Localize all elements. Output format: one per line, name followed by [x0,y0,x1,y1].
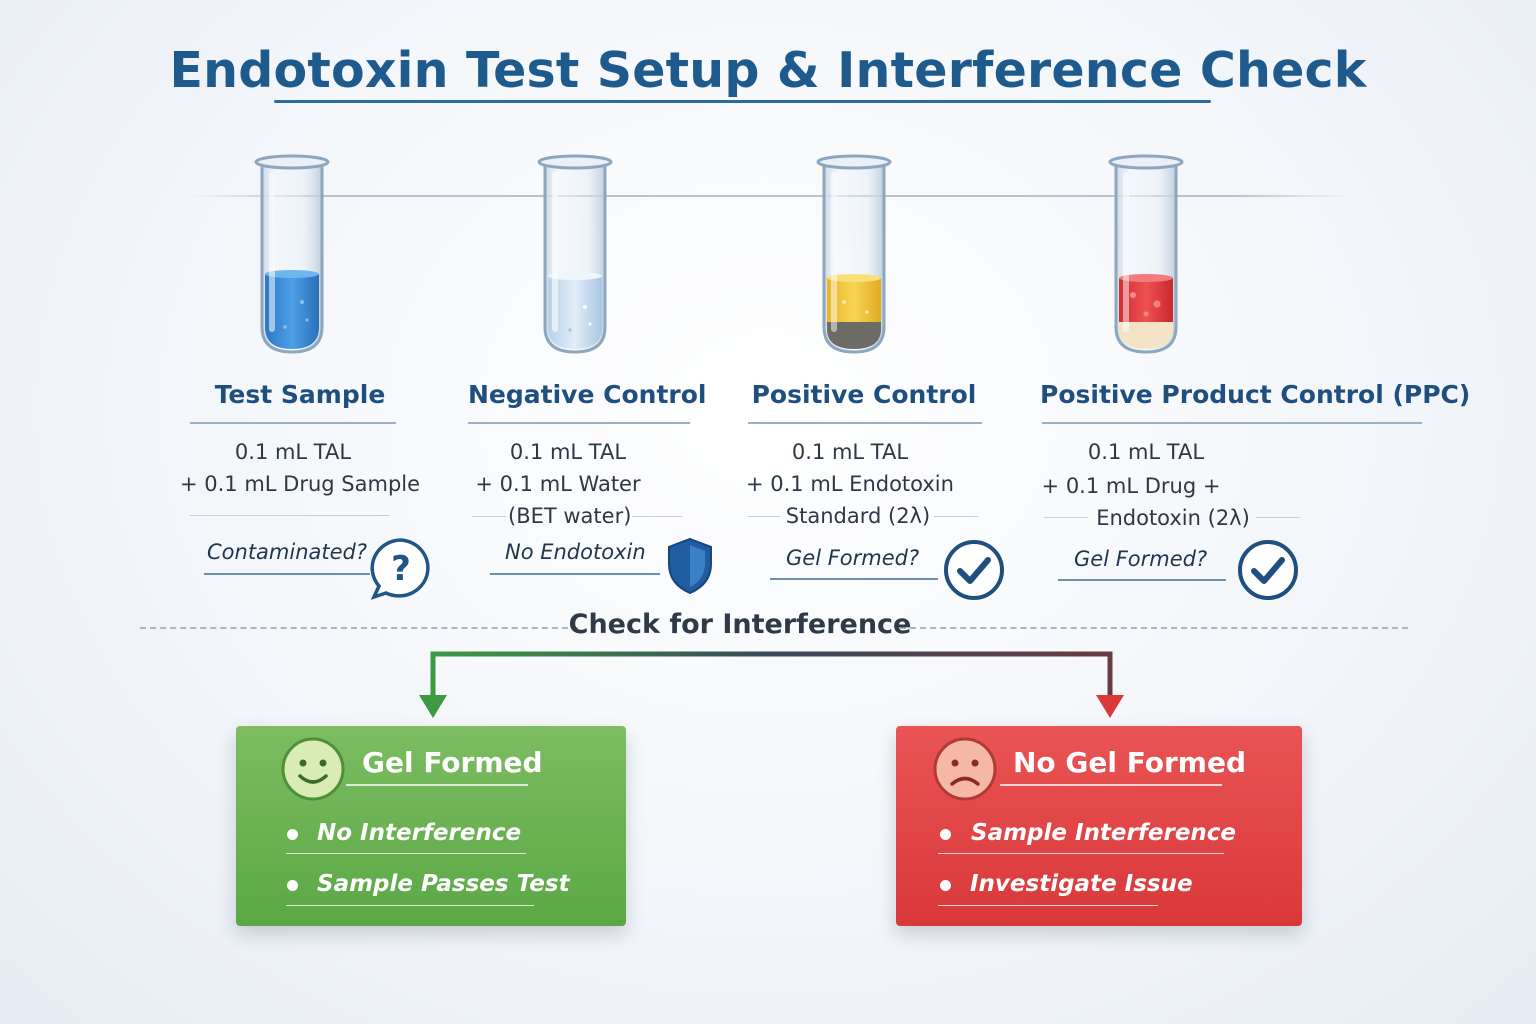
bullet-icon [287,880,298,891]
check-circle-icon [944,540,1004,600]
test-tube-positive-control [816,154,892,354]
status-label: Contaminated? [207,540,368,564]
status-underline [204,573,370,575]
column-divider [748,422,982,424]
status-label: Gel Formed? [786,546,920,570]
status-label: No Endotoxin [505,540,646,564]
outcome-title-underline [346,784,528,786]
column-divider [632,516,682,517]
shield-icon [668,537,712,595]
column-divider [1256,517,1300,518]
arrow-down-green-icon [419,695,447,718]
branch-line [430,651,1113,700]
sad-face-icon [933,737,997,801]
column-title-negative-control: Negative Control [468,380,707,409]
item-underline [938,853,1224,854]
bullet-icon [940,880,951,891]
column-divider [1042,422,1422,424]
bullet-icon [940,829,951,840]
column-title-ppc: Positive Product Control (PPC) [1040,380,1471,409]
svg-text:?: ? [391,549,411,589]
arrow-down-red-icon [1096,695,1124,718]
outcome-item: Sample Interference [971,820,1237,846]
outcome-item: Sample Passes Test [317,871,570,897]
column-divider [472,516,506,517]
reagent-line: 0.1 mL TAL [791,440,909,464]
outcome-item: Investigate Issue [970,871,1193,897]
interference-heading: Check for Interference [568,609,912,640]
column-divider [934,516,978,517]
outcome-title-no-gel-formed: No Gel Formed [1013,746,1246,779]
dashed-separator-left [140,627,578,629]
dashed-separator-right [900,627,1408,629]
item-underline [938,905,1158,906]
reagent-line: (BET water) [508,504,632,528]
reagent-line: Standard (2λ) [785,504,931,528]
column-divider [190,515,390,516]
check-circle-icon [1238,540,1298,600]
column-divider [748,516,780,517]
status-label: Gel Formed? [1074,547,1208,571]
test-tube-negative-control [537,154,613,354]
item-underline [286,905,534,906]
reagent-line: + 0.1 mL Drug Sample [180,472,421,496]
page-title: Endotoxin Test Setup & Interference Chec… [169,42,1367,99]
status-underline [1058,579,1226,581]
test-tube-ppc [1108,154,1184,354]
status-underline [770,578,938,580]
reagent-line: + 0.1 mL Drug + [1041,474,1221,498]
column-title-positive-control: Positive Control [751,380,977,409]
item-underline [286,853,526,854]
reagent-line: 0.1 mL TAL [1087,440,1205,464]
bullet-icon [287,829,298,840]
outcome-item: No Interference [317,820,522,846]
reagent-line: + 0.1 mL Water [475,472,641,496]
question-bubble-icon: ? [370,538,430,600]
status-underline [490,573,660,575]
column-divider [468,422,690,424]
reagent-line: 0.1 mL TAL [509,440,627,464]
smiley-face-icon [281,737,345,801]
outcome-title-underline [1000,784,1222,786]
column-title-test-sample: Test Sample [214,380,386,409]
reagent-line: Endotoxin (2λ) [1096,506,1250,530]
tube-shelf-line [190,195,1350,197]
column-divider [1044,517,1088,518]
column-divider [190,422,396,424]
reagent-line: 0.1 mL TAL [234,440,352,464]
title-underline [274,100,1211,103]
test-tube-test-sample [254,154,330,354]
reagent-line: + 0.1 mL Endotoxin [746,472,954,496]
outcome-title-gel-formed: Gel Formed [362,746,543,779]
